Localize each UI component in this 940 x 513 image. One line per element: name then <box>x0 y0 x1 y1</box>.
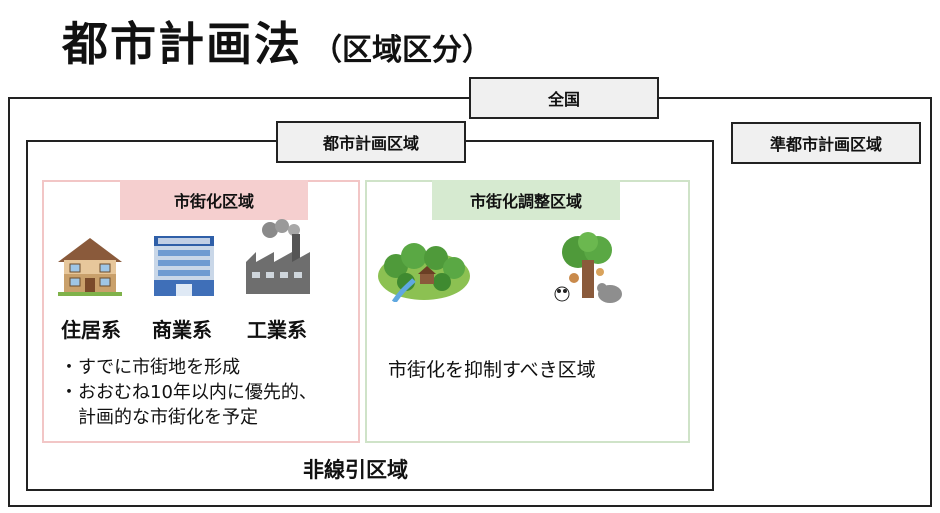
bullet-line: 計画的な市街化を予定 <box>60 407 258 428</box>
factory-icon <box>246 219 310 294</box>
page-title: 都市計画法 （区域区分） <box>62 8 492 74</box>
urbanization-area-label: 市街化区域 <box>120 180 308 220</box>
house-icon <box>58 238 122 296</box>
urbanization-control-area-label: 市街化調整区域 <box>432 180 620 220</box>
category-industrial: 工業系 <box>247 318 307 342</box>
bullet-line: ・おおむね10年以内に優先的、 <box>60 382 317 403</box>
urbanization-control-description: 市街化を抑制すべき区域 <box>388 359 596 381</box>
nation-label: 全国 <box>469 77 659 119</box>
category-residential: 住居系 <box>61 318 121 342</box>
forest-icon <box>378 243 470 302</box>
urbanization-bullets: ・すでに市街地を形成 ・おおむね10年以内に優先的、 計画的な市街化を予定 <box>60 355 317 430</box>
title-sub: （区域区分） <box>312 33 492 68</box>
title-main: 都市計画法 <box>62 17 302 71</box>
category-commercial: 商業系 <box>152 318 212 342</box>
animal-tree-icon <box>554 232 622 303</box>
department-store-icon <box>154 236 214 296</box>
city-planning-label: 都市計画区域 <box>276 121 466 163</box>
non-line-drawn-label: 非線引区域 <box>303 458 408 482</box>
quasi-city-planning-label: 準都市計画区域 <box>731 122 921 164</box>
bullet-line: ・すでに市街地を形成 <box>60 357 241 378</box>
